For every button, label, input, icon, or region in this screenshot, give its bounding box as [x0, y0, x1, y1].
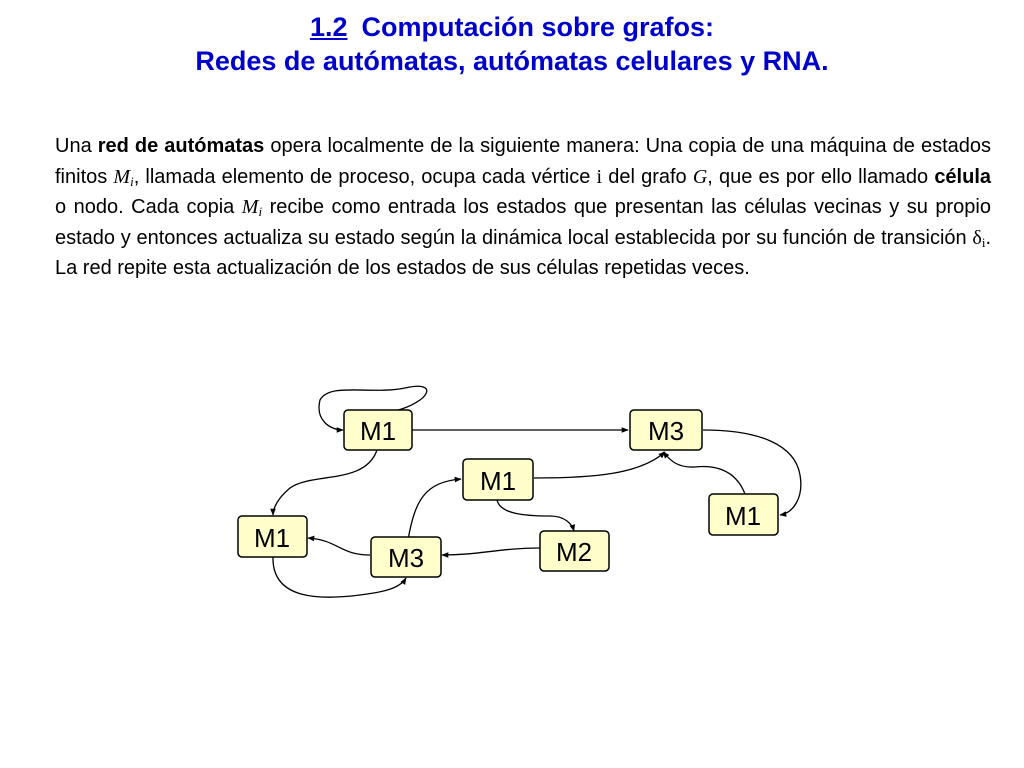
title-line-2: Redes de autómatas, autómatas celulares …	[195, 46, 829, 76]
node-label: M1	[725, 501, 761, 531]
node-label: M1	[254, 523, 290, 553]
node-m1-middle: M1	[462, 458, 534, 501]
title-text-1: Computación sobre grafos:	[361, 12, 715, 42]
math-subscript-i: i	[130, 173, 134, 189]
math-symbol-m: M	[241, 196, 259, 218]
text-run: . La red repite esta actualización de lo…	[55, 226, 991, 280]
edge-m1-to-m1-left	[270, 449, 378, 516]
edge-m2-to-m3	[441, 547, 541, 558]
node-box	[237, 515, 308, 558]
node-box	[462, 458, 534, 501]
math-symbol-g: G	[692, 165, 708, 188]
text-run: o nodo. Cada copia	[55, 196, 242, 218]
math-subscript-i: i	[258, 204, 263, 219]
node-m1-left: M1	[237, 515, 308, 558]
node-label: M2	[556, 537, 592, 567]
edge-m1-mid-to-m3	[533, 451, 666, 479]
edge-m3-to-m1-left	[307, 535, 371, 556]
title-line-1: 1.2 Computación sobre grafos:	[0, 10, 1024, 44]
node-box	[539, 530, 610, 572]
node-m3-top-right: M3	[629, 409, 703, 451]
node-label: M1	[480, 466, 516, 496]
body-paragraph: Una red de autómatas opera localmente de…	[55, 131, 991, 284]
nodes: M1 M3 M1 M1 M1 M2 M3	[237, 409, 779, 578]
math-subscript-i: i	[981, 234, 986, 250]
node-m1-right: M1	[708, 493, 779, 536]
node-m3-bottom: M3	[370, 536, 442, 578]
edge-self-loop-m1	[318, 385, 428, 433]
edge-m1-left-to-m3	[272, 556, 407, 598]
text-run: Una	[55, 135, 98, 157]
text-run: del grafo	[602, 165, 693, 188]
edge-m3-to-m1-mid	[407, 476, 462, 541]
node-m1-top-left: M1	[343, 409, 413, 451]
edge-m3-to-m1-right	[702, 429, 802, 517]
section-number: 1.2	[309, 12, 348, 42]
term-red-de-automatas: red de autómatas	[97, 135, 265, 157]
node-label: M3	[648, 416, 684, 446]
text-run: , llamada elemento de proceso, ocupa cad…	[133, 165, 597, 188]
math-symbol-m: M	[113, 165, 131, 188]
node-box	[708, 493, 779, 536]
node-label: M1	[360, 416, 396, 446]
text-run: recibe como entrada los estados que pres…	[55, 196, 991, 249]
text-run: opera localmente de la siguiente manera:…	[55, 135, 991, 188]
edge-m1-mid-to-m2	[496, 499, 575, 532]
edges	[270, 385, 802, 598]
slide-title: 1.2 Computación sobre grafos: Redes de au…	[0, 10, 1024, 78]
node-box	[343, 409, 413, 451]
math-symbol-delta: δ	[972, 226, 982, 249]
text-run: , que es por ello llamado	[707, 165, 935, 188]
node-m2: M2	[539, 530, 610, 572]
term-celula: célula	[934, 165, 992, 188]
node-box	[629, 409, 703, 451]
math-symbol-i: i	[596, 165, 603, 188]
node-box	[370, 536, 442, 578]
node-label: M3	[388, 543, 424, 573]
edge-m1-right-to-m3	[662, 451, 746, 495]
